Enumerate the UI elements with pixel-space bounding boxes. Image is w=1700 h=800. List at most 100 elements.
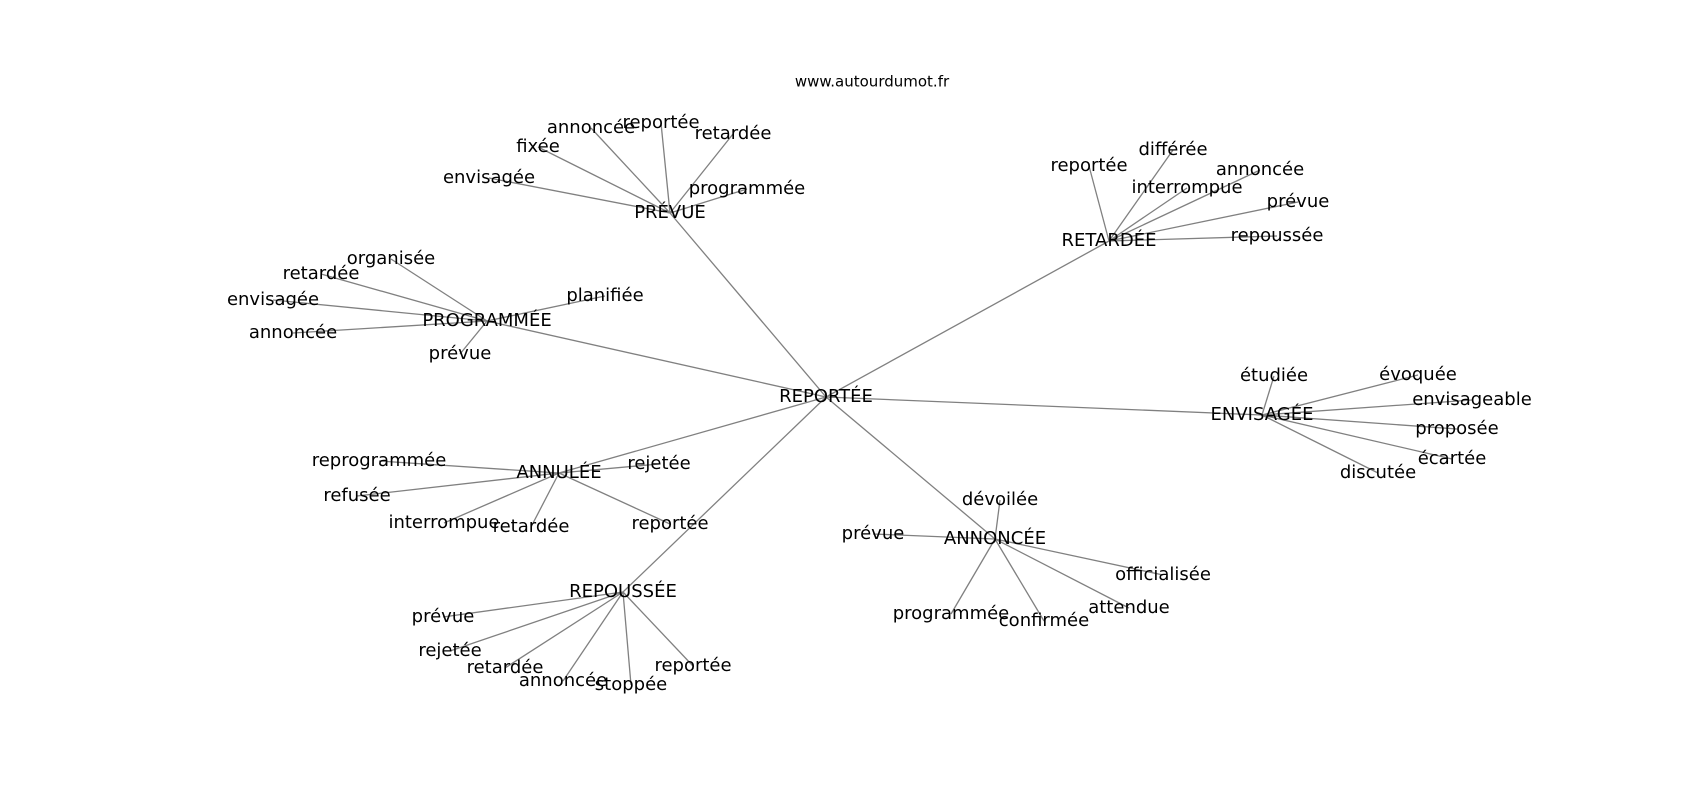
hub-leaf-edge [1108, 201, 1299, 242]
hub-leaf-edge [459, 320, 488, 355]
leaf-word-node: reportée [654, 655, 731, 676]
leaf-word-node: retardée [695, 123, 772, 144]
leaf-word-node: attendue [1088, 597, 1170, 618]
leaf-word-node: rejetée [418, 640, 481, 661]
hub-leaf-edge [1261, 414, 1458, 430]
hub-leaf-edge [537, 146, 671, 214]
hub-leaf-edge [356, 472, 560, 497]
leaf-word-node: prévue [1267, 191, 1330, 212]
hub-leaf-edge [443, 472, 560, 524]
hub-leaf-edge [950, 538, 996, 615]
hub-leaf-edge [1261, 375, 1275, 416]
leaf-word-node: différée [1138, 139, 1207, 160]
hub-leaf-edge [562, 591, 624, 682]
hub-word-node: REPOUSSÉE [569, 580, 677, 602]
leaf-word-node: refusée [323, 485, 390, 506]
leaf-word-node: annoncée [519, 670, 607, 691]
leaf-word-node: étudiée [1240, 365, 1308, 386]
root-word-node: REPORTÉE [779, 385, 873, 407]
hub-leaf-edge [558, 472, 671, 525]
leaf-word-node: retardée [467, 657, 544, 678]
hub-word-node: ANNONCÉE [944, 527, 1046, 549]
leaf-word-node: stoppée [595, 674, 667, 695]
leaf-word-node: interrompue [1131, 177, 1242, 198]
site-credit: www.autourdumot.fr [795, 73, 950, 91]
hub-leaf-edge [1261, 414, 1379, 474]
leaf-word-node: organisée [347, 248, 436, 269]
leaf-word-node: proposée [1415, 418, 1498, 439]
hub-leaf-edge [272, 299, 488, 322]
leaf-word-node: envisagée [227, 289, 319, 310]
root-hub-edge [558, 396, 827, 474]
hub-leaf-edge [994, 499, 1001, 540]
hub-leaf-edge [590, 127, 671, 214]
graph-labels: www.autourdumot.fr REPORTÉE PRÉVUE annoncé… [227, 73, 1532, 696]
hub-leaf-edge [1108, 169, 1261, 242]
hub-leaf-edge [442, 591, 624, 618]
leaf-word-node: reprogrammée [312, 450, 447, 471]
hub-leaf-edge [390, 258, 488, 322]
hub-leaf-edge [669, 133, 734, 214]
leaf-word-node: annoncée [547, 117, 635, 138]
hub-leaf-edge [504, 591, 624, 669]
hub-leaf-edge [558, 463, 660, 474]
hub-leaf-edge [994, 538, 1045, 622]
leaf-word-node: retardée [493, 516, 570, 537]
hub-leaf-edge [1261, 374, 1419, 416]
leaf-word-node: retardée [283, 263, 360, 284]
root-hub-edge [486, 320, 827, 398]
hub-leaf-edge [1261, 414, 1453, 460]
leaf-word-node: rejetée [627, 453, 690, 474]
root-hub-edge [669, 212, 827, 398]
hub-leaf-edge [1088, 165, 1110, 242]
leaf-word-node: envisagée [443, 167, 535, 188]
root-hub-edge [622, 396, 827, 593]
leaf-word-node: prévue [842, 523, 905, 544]
hub-leaf-edge [488, 177, 671, 214]
leaf-word-node: discutée [1340, 462, 1416, 483]
leaf-word-node: programmée [893, 603, 1010, 624]
hub-leaf-edge [622, 591, 694, 667]
hub-leaf-edge [1108, 235, 1278, 242]
leaf-word-node: annoncée [1216, 159, 1304, 180]
leaf-word-node: reportée [1050, 155, 1127, 176]
hub-leaf-edge [486, 295, 606, 322]
leaf-word-node: prévue [429, 343, 492, 364]
hub-leaf-edge [530, 472, 560, 528]
hub-leaf-edge [1261, 399, 1473, 416]
graph-edges [272, 122, 1473, 686]
leaf-word-node: officialisée [1115, 564, 1211, 585]
hub-leaf-edge [378, 460, 560, 474]
hub-leaf-edge [320, 273, 488, 322]
root-hub-edge [825, 396, 996, 540]
hub-leaf-edge [292, 320, 488, 334]
leaf-word-node: dévoilée [962, 489, 1038, 510]
leaf-word-node: écartée [1418, 448, 1487, 469]
root-hub-edge [825, 240, 1110, 398]
leaf-word-node: fixée [516, 136, 560, 157]
hub-leaf-edge [994, 538, 1164, 576]
leaf-word-node: évoquée [1379, 364, 1457, 385]
hub-leaf-edge [660, 122, 671, 214]
hub-leaf-edge [669, 188, 748, 214]
hub-leaf-edge [994, 538, 1130, 609]
hub-leaf-edge [449, 591, 624, 652]
leaf-word-node: programmée [689, 178, 806, 199]
hub-word-node: ENVISAGÉE [1211, 403, 1314, 425]
leaf-word-node: confirmée [999, 610, 1089, 631]
hub-word-node: PRÉVUE [634, 201, 706, 223]
leaf-word-node: repoussée [1231, 225, 1324, 246]
hub-leaf-edge [1108, 187, 1188, 242]
leaf-word-node: reportée [631, 513, 708, 534]
hub-word-node: PROGRAMMÉE [422, 309, 551, 331]
hub-word-node: RETARDÉE [1062, 229, 1157, 251]
root-hub-edge [825, 396, 1263, 416]
leaf-word-node: prévue [412, 606, 475, 627]
hub-leaf-edge [1108, 149, 1174, 242]
leaf-word-node: envisageable [1412, 389, 1532, 410]
hub-word-node: ANNULÉE [516, 461, 601, 483]
leaf-word-node: planifiée [566, 285, 643, 306]
leaf-word-node: annoncée [249, 322, 337, 343]
leaf-word-node: interrompue [388, 512, 499, 533]
